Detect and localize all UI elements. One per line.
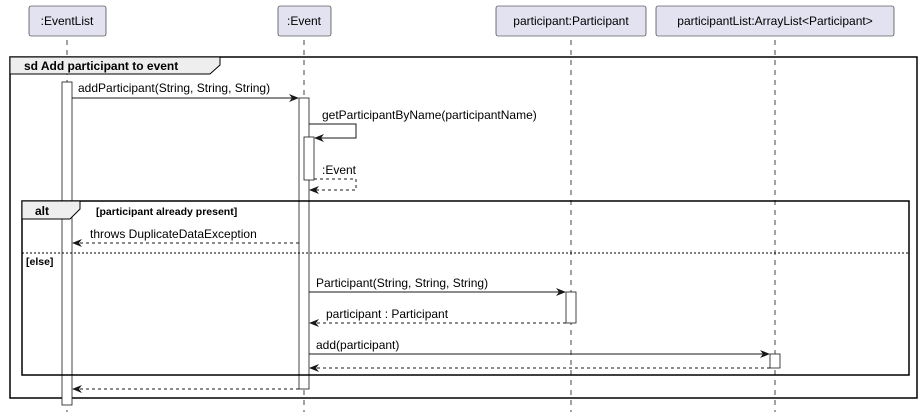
participant-event: :Event — [277, 5, 332, 37]
activation-participant — [565, 291, 577, 324]
activation-eventlist — [61, 81, 73, 406]
message-label-add: add(participant) — [316, 338, 399, 352]
sd-frame: sd Add participant to event — [9, 56, 918, 399]
message-label-participant-return: participant : Participant — [326, 307, 449, 321]
activation-event-nested — [303, 136, 315, 181]
participant-event-label: :Event — [287, 14, 322, 28]
lifelines — [66, 40, 776, 412]
sd-frame-title: sd Add participant to event — [24, 59, 178, 73]
message-label-add-participant: addParticipant(String, String, String) — [78, 81, 270, 95]
message-arrow-event-return — [309, 178, 357, 194]
participant-participant-label: participant:Participant — [513, 14, 629, 28]
activations — [61, 81, 781, 406]
message-label-throws: throws DuplicateDataException — [90, 227, 257, 241]
alt-keyword: alt — [35, 204, 49, 218]
activation-participantlist — [769, 353, 781, 369]
alt-fragment: alt [participant already present] [else] — [21, 200, 910, 376]
message-label-event-return: :Event — [322, 163, 357, 177]
participant-participant: participant:Participant — [495, 5, 647, 37]
participant-eventlist: :EventList — [28, 5, 107, 37]
messages — [72, 94, 770, 393]
message-arrow-get-by-name — [309, 123, 357, 142]
alt-guard-else: [else] — [26, 256, 53, 268]
participant-eventlist-label: :EventList — [41, 14, 94, 28]
participant-participantlist-label: participantList:ArrayList<Participant> — [677, 14, 872, 28]
participant-participantlist: participantList:ArrayList<Participant> — [655, 5, 895, 37]
message-label-constructor: Participant(String, String, String) — [316, 276, 488, 290]
alt-guard-present: [participant already present] — [96, 206, 237, 218]
message-label-get-by-name: getParticipantByName(participantName) — [322, 108, 537, 122]
